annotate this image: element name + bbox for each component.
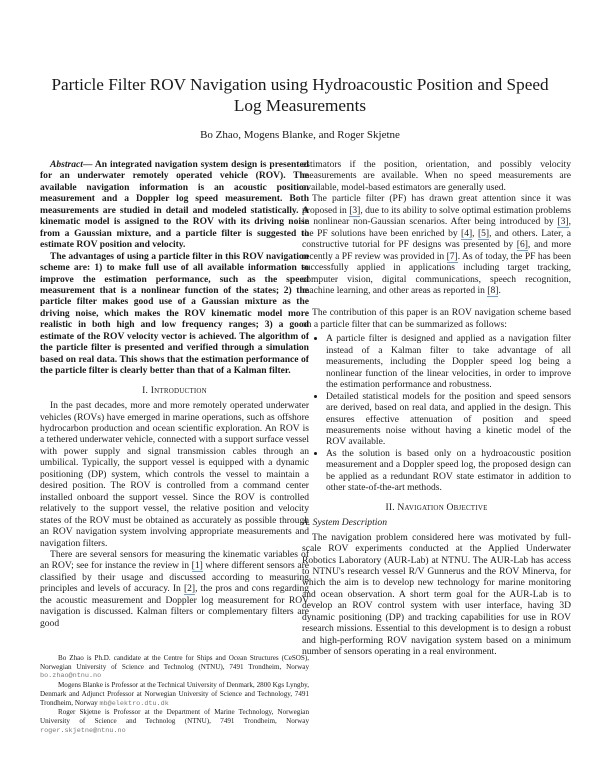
citation-link[interactable]: [1] [191,560,203,573]
footnote: Mogens Blanke is Professor at the Techni… [40,681,309,708]
body-paragraph: In the past decades, more and more remot… [40,400,309,549]
abstract-paragraph: — An integrated navigation system design… [40,159,309,251]
list-item: Detailed statistical models for the posi… [326,391,571,448]
section-heading-introduction: I. Introduction [142,384,207,396]
abstract-paragraph: The advantages of using a particle filte… [40,250,309,377]
body-paragraph: The navigation problem considered here w… [302,531,571,658]
body-paragraph: The contribution of this paper is an ROV… [302,307,571,330]
citation-link[interactable]: [4] [461,227,473,240]
abstract: Abstract— An integrated navigation syste… [40,159,309,377]
email-link[interactable]: mb@elektro.dtu.dk [99,699,169,708]
footnote: Roger Skjetne is Professor at the Depart… [40,708,309,735]
footnotes: Bo Zhao is Ph.D. candidate at the Centre… [40,654,309,735]
citation-link[interactable]: [8] [487,284,499,297]
author-list: Bo Zhao, Mogens Blanke, and Roger Skjetn… [200,129,400,141]
list-item: As the solution is based only on a hydro… [326,448,571,494]
body-paragraph-continuation: estimators if the position, orientation,… [302,159,571,193]
citation-link[interactable]: [7] [446,250,458,263]
abstract-label: Abstract [50,159,83,170]
paper-title: Particle Filter ROV Navigation using Hyd… [51,75,549,115]
citation-link[interactable]: [5] [477,227,490,240]
subsection-heading-system-description: A. System Description [302,517,387,529]
list-item: A particle filter is designed and applie… [326,333,571,390]
email-link[interactable]: bo.zhao@ntnu.no [40,672,102,681]
left-column: Abstract— An integrated navigation syste… [40,159,309,629]
body-paragraph: The particle filter (PF) has drawn great… [302,193,571,297]
citation-link[interactable]: [3] [349,204,361,217]
body-paragraph-continued: There are several sensors for measuring … [40,548,309,629]
section-heading-navigation-objective: II. Navigation Objective [385,501,488,513]
citation-link[interactable]: [3] [557,216,569,229]
right-column: estimators if the position, orientation,… [302,159,571,658]
citation-link[interactable]: [6] [516,239,528,252]
citation-link[interactable]: [2] [183,583,196,596]
contribution-list: A particle filter is designed and applie… [302,333,571,493]
footnote: Bo Zhao is Ph.D. candidate at the Centre… [40,654,309,681]
email-link[interactable]: roger.skjetne@ntnu.no [40,726,126,735]
